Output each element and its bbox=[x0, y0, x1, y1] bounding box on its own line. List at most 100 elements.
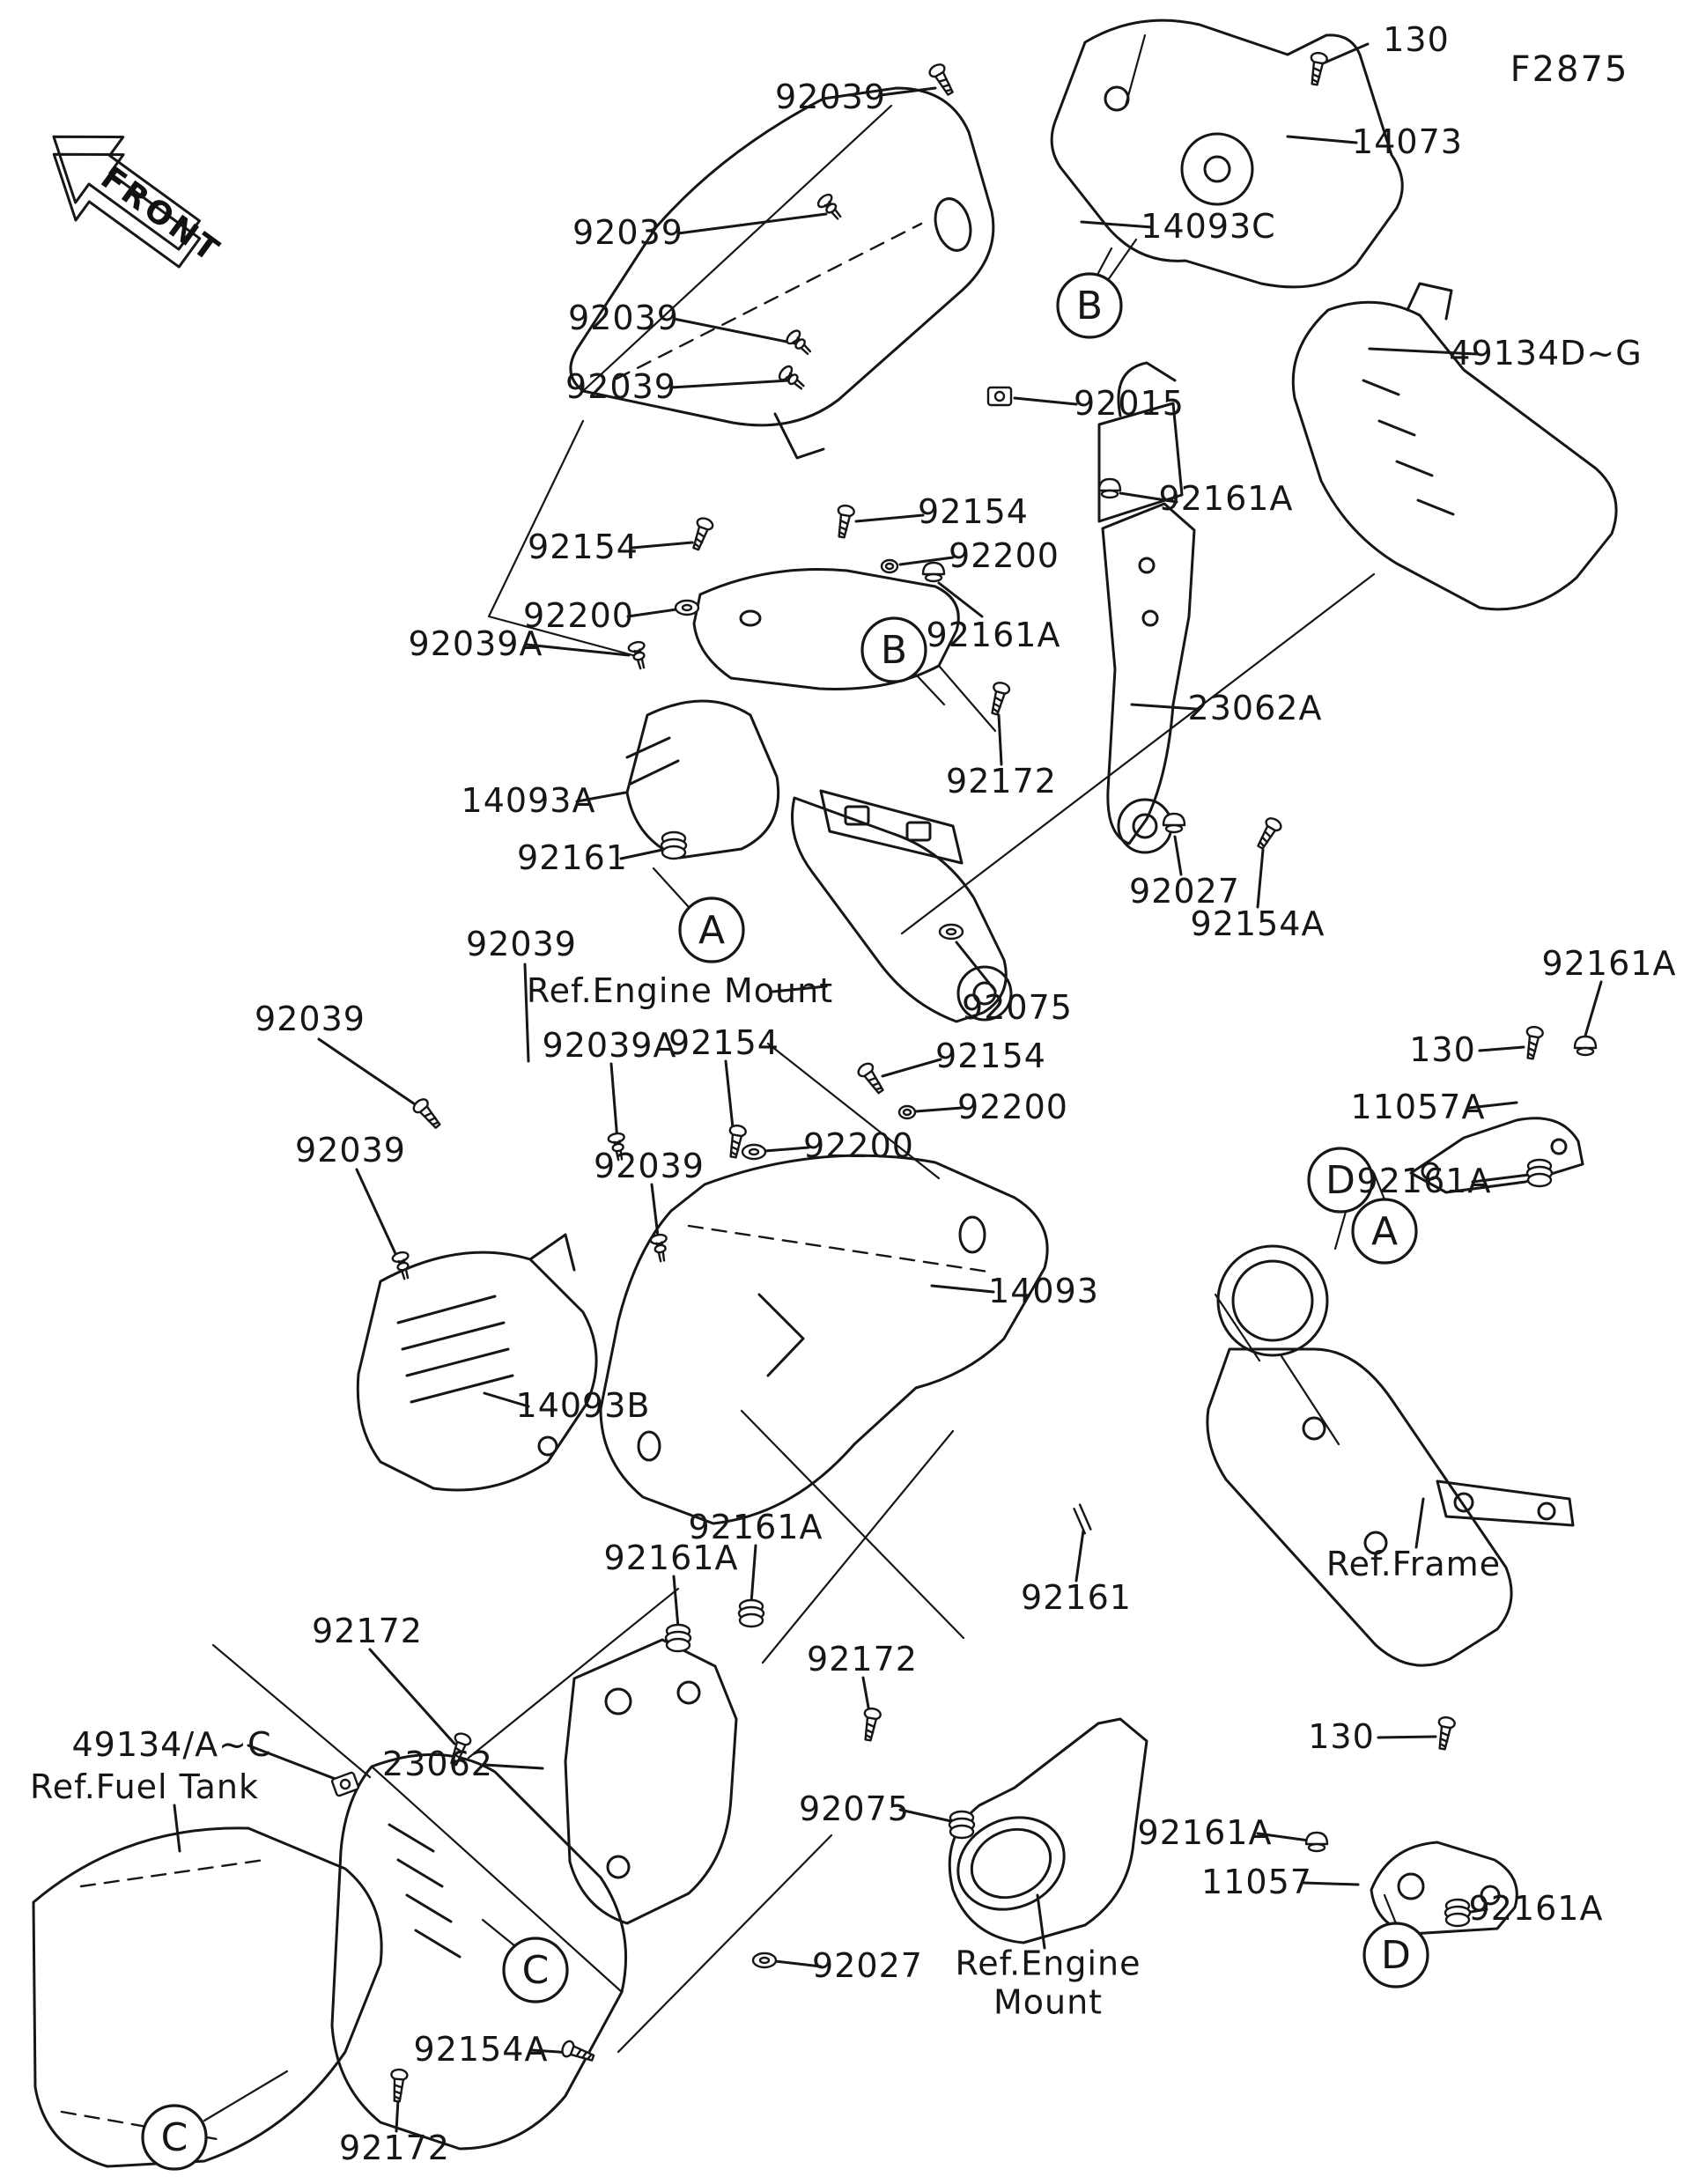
pin-icon bbox=[1073, 1503, 1092, 1535]
part-label: 92161 bbox=[1021, 1578, 1132, 1618]
part-label: 92027 bbox=[812, 1946, 923, 1986]
leader-line bbox=[523, 963, 530, 1063]
leader-line bbox=[1256, 1832, 1311, 1842]
leader-line bbox=[609, 1062, 619, 1142]
inner-cowling-14093 bbox=[599, 1154, 1049, 1525]
screw-icon bbox=[728, 1124, 747, 1159]
part-label: 92161 bbox=[517, 838, 628, 878]
rivet-icon bbox=[627, 640, 646, 670]
part-label: 92075 bbox=[962, 988, 1073, 1028]
part-label: 92161A bbox=[1356, 1162, 1492, 1201]
leader-line bbox=[483, 1391, 530, 1408]
washer-icon bbox=[741, 1143, 767, 1161]
callout-D: D bbox=[1307, 1147, 1374, 1214]
washer-icon bbox=[751, 1952, 778, 1969]
part-label: 49134D~G bbox=[1449, 334, 1643, 373]
screw-icon bbox=[561, 2040, 595, 2062]
leader-line bbox=[669, 379, 791, 389]
svg-text:B: B bbox=[881, 628, 907, 673]
part-label: Ref.Fuel Tank bbox=[30, 1767, 259, 1807]
bracket-11057A bbox=[1409, 1117, 1584, 1194]
leader-line bbox=[317, 1037, 425, 1111]
part-label: 92172 bbox=[339, 2129, 450, 2168]
part-label: 92161A bbox=[1468, 1889, 1604, 1929]
part-label: 14093C bbox=[1141, 207, 1276, 247]
leader-line bbox=[1080, 220, 1154, 229]
part-label: 130 bbox=[1383, 20, 1450, 60]
part-label: Ref.Engine Mount bbox=[526, 971, 834, 1011]
leader-line bbox=[173, 1804, 181, 1853]
leader-line bbox=[395, 2098, 400, 2133]
part-label: 92039 bbox=[466, 925, 577, 964]
part-label: Ref.Frame bbox=[1325, 1545, 1502, 1584]
leader-line bbox=[997, 713, 1003, 766]
leader-line bbox=[773, 1959, 823, 1968]
upper-cowling-14093C bbox=[569, 86, 995, 460]
leader-line bbox=[672, 1575, 680, 1629]
part-label: 92200 bbox=[803, 1126, 914, 1166]
part-label: 92039 bbox=[255, 1000, 366, 1039]
leader-line bbox=[914, 1106, 964, 1113]
screw-icon bbox=[1437, 1715, 1456, 1751]
leader-line bbox=[724, 1059, 735, 1138]
bracket-11057 bbox=[1370, 1841, 1518, 1936]
leader-line bbox=[898, 1808, 953, 1823]
screw-icon bbox=[863, 1707, 882, 1742]
rivet-icon bbox=[607, 1132, 625, 1162]
leader-line bbox=[879, 86, 937, 97]
leader-line bbox=[1368, 347, 1478, 356]
part-label: 92039A bbox=[408, 624, 543, 664]
screw-icon bbox=[1525, 1025, 1544, 1060]
leader-line bbox=[619, 848, 664, 860]
assembly-lines bbox=[203, 238, 1398, 2122]
leader-line bbox=[1256, 848, 1265, 909]
panel-14093B bbox=[356, 1233, 598, 1492]
part-label: 11057 bbox=[1201, 1863, 1312, 1902]
nut-icon bbox=[880, 558, 899, 574]
svg-text:D: D bbox=[1381, 1933, 1411, 1978]
part-label: 14073 bbox=[1352, 122, 1463, 162]
part-label: 49134/A~C bbox=[71, 1725, 272, 1765]
svg-text:A: A bbox=[698, 908, 725, 953]
part-label: 92161A bbox=[1541, 944, 1677, 984]
part-label: 92039 bbox=[775, 77, 886, 117]
callout-A: A bbox=[1351, 1198, 1418, 1265]
callout-B: B bbox=[860, 616, 927, 683]
callout-C: C bbox=[141, 2104, 208, 2171]
svg-text:C: C bbox=[161, 2115, 188, 2160]
leader-line bbox=[247, 1744, 342, 1782]
leader-line bbox=[772, 985, 828, 993]
leader-line bbox=[355, 1168, 400, 1261]
part-label: 92154A bbox=[413, 2030, 549, 2070]
leader-line bbox=[1471, 1173, 1531, 1184]
leader-line bbox=[483, 1763, 544, 1770]
leader-line bbox=[1013, 396, 1078, 406]
part-label: 23062 bbox=[382, 1745, 493, 1784]
part-label: 92154A bbox=[1190, 904, 1325, 944]
part-label: 92039A bbox=[542, 1026, 677, 1066]
bracket-14073 bbox=[1050, 18, 1404, 289]
part-label: 92039 bbox=[295, 1131, 406, 1170]
rivet-icon bbox=[786, 329, 812, 356]
screw-icon bbox=[692, 517, 714, 551]
cap-icon bbox=[921, 561, 946, 583]
part-label: 14093B bbox=[515, 1386, 651, 1426]
part-label: 92172 bbox=[312, 1612, 423, 1651]
leader-line bbox=[672, 317, 797, 345]
part-label: 23062A bbox=[1187, 689, 1323, 728]
leader-line bbox=[898, 556, 955, 566]
leader-line bbox=[631, 541, 694, 550]
part-label: 14093 bbox=[988, 1272, 1099, 1311]
part-label: 14093A bbox=[461, 781, 596, 821]
cap-icon bbox=[1097, 477, 1122, 499]
leader-line bbox=[650, 1183, 661, 1245]
svg-text:A: A bbox=[1371, 1209, 1398, 1254]
part-label: 130 bbox=[1409, 1030, 1476, 1070]
rivet-icon bbox=[778, 365, 805, 390]
cap-icon bbox=[1573, 1035, 1598, 1057]
part-label: 92039 bbox=[568, 299, 679, 338]
part-label: 92172 bbox=[946, 762, 1057, 801]
clip-icon bbox=[331, 1771, 359, 1797]
